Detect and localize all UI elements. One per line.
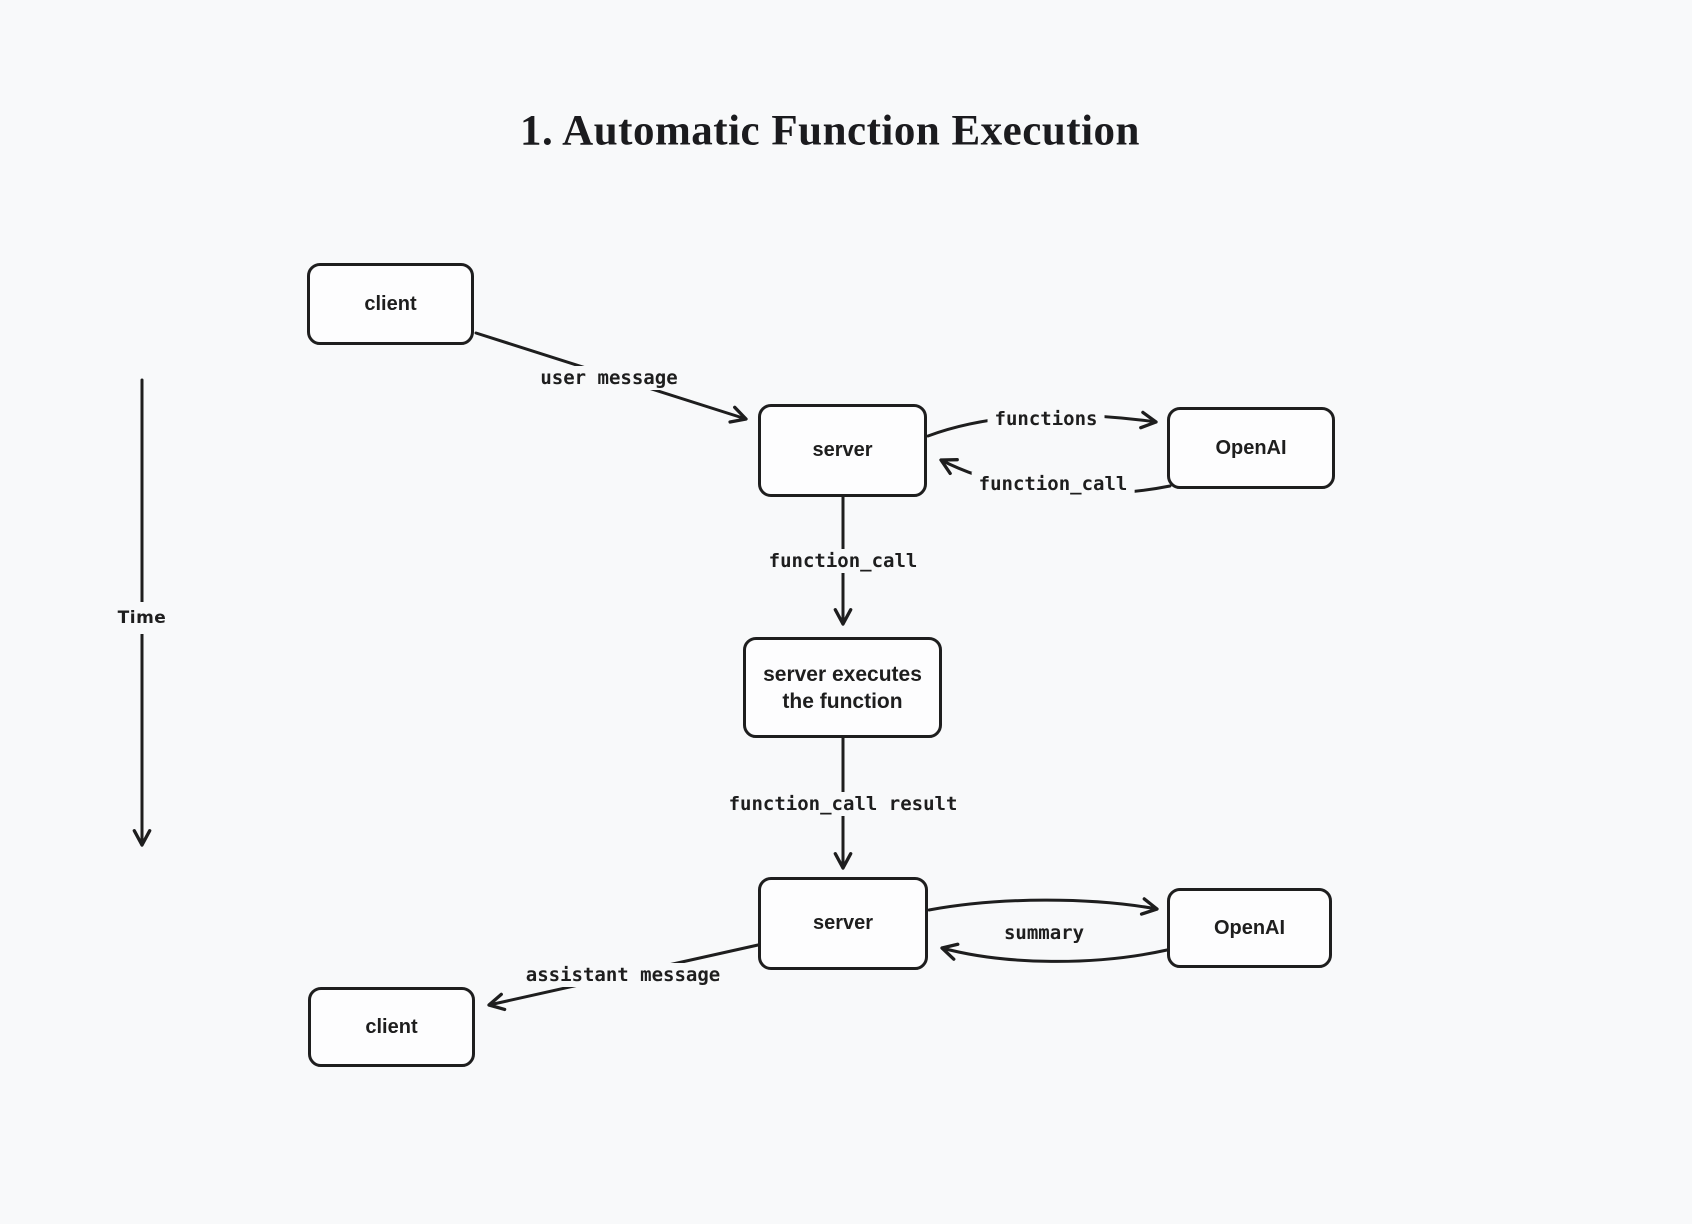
node-openai-top-label: OpenAI <box>1215 436 1287 459</box>
edge-label-assistant-message: assistant message <box>518 963 728 987</box>
diagram-title: 1. Automatic Function Execution <box>520 107 1140 155</box>
edge-label-function-call-down: function_call <box>761 549 925 573</box>
edge-label-function-call-result: function_call result <box>721 792 965 816</box>
edge-summary-to-openai <box>927 897 1159 916</box>
node-server-bottom-label: server <box>812 912 874 934</box>
node-client-bottom-label: client <box>365 1015 418 1038</box>
node-server-executes-label-line1: server executes <box>763 662 922 686</box>
node-server-bottom: server <box>758 877 928 970</box>
edge-label-function-call-return: function_call <box>971 472 1135 496</box>
node-openai-bottom: OpenAI <box>1167 888 1332 968</box>
node-openai-bottom-label: OpenAI <box>1213 916 1286 939</box>
node-client-top: client <box>307 263 474 345</box>
node-server-top-label: server <box>812 439 873 461</box>
node-server-executes: server executes the function <box>743 637 942 738</box>
node-server-executes-label-line2: the function <box>782 689 903 713</box>
edge-label-summary: summary <box>996 921 1092 945</box>
node-client-top-label: client <box>364 292 417 315</box>
node-client-bottom: client <box>308 987 475 1067</box>
edge-summary-from-openai <box>940 942 1169 963</box>
node-openai-top: OpenAI <box>1167 407 1335 489</box>
node-server-top: server <box>758 404 927 497</box>
time-axis-label: Time <box>109 602 175 634</box>
edge-label-user-message: user message <box>533 366 685 390</box>
edge-label-functions: functions <box>987 407 1105 431</box>
